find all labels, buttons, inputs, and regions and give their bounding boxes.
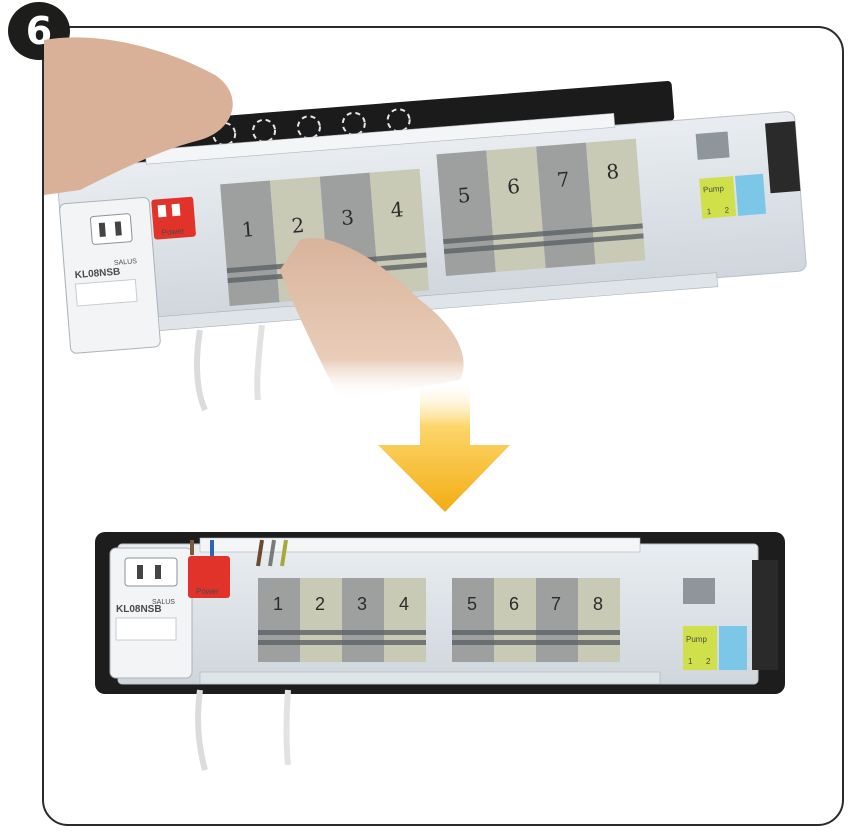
transformer-module	[59, 196, 161, 354]
cable-bottom-left	[194, 689, 208, 771]
zone-6-number: 6	[506, 174, 521, 199]
zone-panels-right	[436, 138, 646, 276]
pump-terminal-2: 2	[724, 206, 730, 215]
model-label-bottom: KL08NSB	[116, 604, 162, 615]
zone-3-number: 3	[340, 205, 355, 230]
pump-terminal-1: 1	[706, 207, 712, 216]
zone-4-number-bottom: 4	[399, 594, 409, 614]
zone-7-number-bottom: 7	[551, 594, 561, 614]
zone-3-number-bottom: 3	[357, 594, 367, 614]
ribbon-connector-bottom	[752, 560, 778, 670]
power-connector-bottom	[188, 556, 230, 598]
dip-switch-bottom	[683, 578, 715, 604]
device-top: KL08NSB SALUS Power 1 2 3 4 5 6 7	[56, 80, 807, 354]
zone-1-number-bottom: 1	[273, 594, 283, 614]
pump-label-bottom: Pump	[686, 635, 707, 644]
zone-8-number-bottom: 8	[593, 594, 603, 614]
pump-block	[699, 176, 737, 219]
right-hand	[280, 238, 464, 400]
cable-top-right	[254, 324, 265, 401]
down-arrow	[378, 380, 510, 512]
zone-5-number-bottom: 5	[467, 594, 477, 614]
accent-block	[735, 173, 767, 216]
zone-8-number: 8	[605, 159, 620, 184]
power-label: Power	[161, 226, 185, 237]
pump-terminal-1-bottom: 1	[688, 657, 693, 666]
brand-label-bottom: SALUS	[152, 599, 175, 606]
power-label-bottom: Power	[196, 587, 219, 596]
pump-block-bottom	[683, 626, 717, 670]
zone-6-number-bottom: 6	[509, 594, 519, 614]
cable-top-left	[194, 329, 208, 412]
zone-2-number: 2	[291, 213, 306, 238]
model-label: KL08NSB	[74, 267, 120, 282]
zone-7-number: 7	[556, 167, 571, 192]
brand-label: SALUS	[114, 258, 138, 267]
zone-4-number: 4	[390, 197, 405, 222]
dip-switch	[695, 131, 730, 160]
left-hand	[44, 37, 233, 196]
ribbon-connector	[765, 121, 801, 194]
pump-terminal-2-bottom: 2	[706, 657, 711, 666]
zone-2-number-bottom: 2	[315, 594, 325, 614]
pump-label: Pump	[703, 184, 725, 195]
accent-block-bottom	[719, 626, 747, 670]
zone-1-number: 1	[241, 217, 256, 242]
cable-bottom-right	[283, 689, 291, 766]
zone-5-number: 5	[457, 183, 472, 208]
device-bottom: KL08NSB SALUS Power 1 2 3 4 5 6 7 8	[95, 532, 785, 694]
